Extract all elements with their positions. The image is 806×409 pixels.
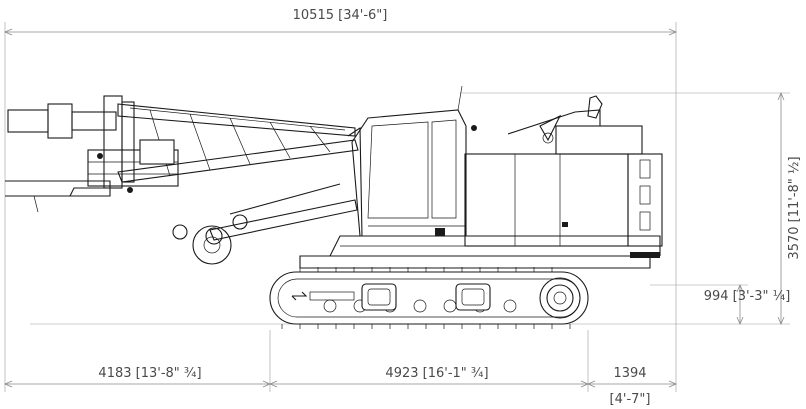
dimension-overall-length: 10515 [34'-6"]: [3, 8, 678, 392]
track-length-label: 4923 [16'-1" ¾]: [385, 366, 488, 381]
drive-sprocket: [539, 277, 581, 319]
work-table: [5, 180, 111, 213]
overall-height-label: 3570 [11'-8" ½]: [787, 156, 802, 259]
dimension-ground-clearance: 994 [3'-3" ¼]: [650, 283, 791, 326]
ground-clearance-label: 994 [3'-3" ¼]: [704, 289, 791, 304]
dimension-bottom-chain: 4183 [13'-8" ¾] 4923 [16'-1" ¾] 1394 [4'…: [3, 330, 678, 407]
engine-housing: [435, 125, 663, 258]
boom: [117, 103, 359, 265]
chassis: [299, 235, 661, 269]
rear-crane: [471, 95, 603, 144]
crawler-track: [269, 267, 589, 329]
rear-overhang-mm-label: 1394: [613, 366, 646, 381]
rear-overhang-imperial-label: [4'-7"]: [610, 392, 651, 407]
operator-cab: [347, 85, 467, 237]
drill-head: [7, 95, 179, 193]
front-overhang-label: 4183 [13'-8" ¾]: [98, 366, 201, 381]
overall-length-label: 10515 [34'-6"]: [293, 8, 388, 23]
track-shoes: [281, 267, 571, 329]
